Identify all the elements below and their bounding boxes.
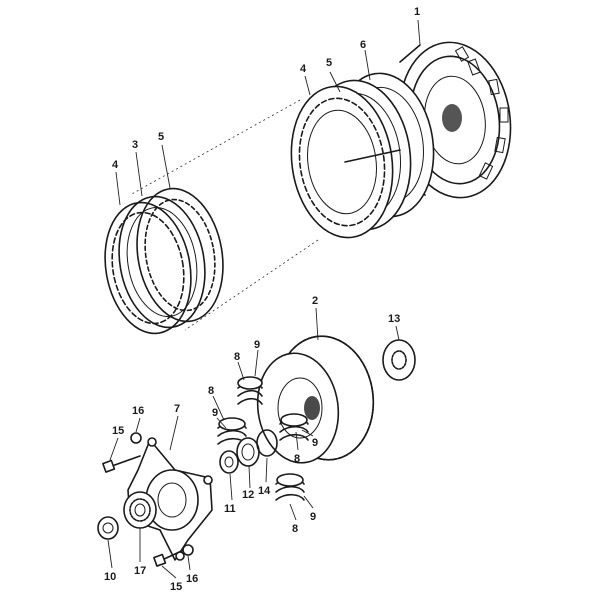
leader-lines (107, 19, 421, 579)
callout-14: 14 (258, 485, 271, 497)
callout-17: 17 (134, 565, 146, 577)
callout-4-top: 4 (300, 63, 307, 75)
clutch-center-hub (256, 335, 375, 464)
bearing-17 (123, 491, 157, 529)
clutch-spring-center (279, 413, 309, 441)
guide-line-bottom (184, 239, 319, 331)
callout-8-b: 8 (208, 385, 214, 397)
bearing-cap-10 (97, 516, 119, 540)
callout-8-d: 8 (292, 523, 298, 535)
callout-11: 11 (224, 503, 236, 515)
o-ring-14 (256, 429, 278, 457)
callout-5-left: 5 (158, 131, 164, 143)
callout-7: 7 (174, 403, 180, 415)
guide-line-top (129, 99, 301, 196)
callout-1: 1 (414, 6, 420, 18)
washer-16-bottom (182, 544, 194, 556)
callout-5-top: 5 (326, 57, 332, 69)
callout-8-c: 8 (294, 453, 300, 465)
lock-washer-12 (236, 437, 260, 467)
friction-disc-4-top (290, 85, 401, 239)
callout-9-b: 9 (212, 407, 218, 419)
callout-3: 3 (132, 139, 138, 151)
washer-11 (219, 450, 239, 474)
callout-4-left: 4 (112, 159, 119, 171)
callout-16-bottom: 16 (186, 573, 198, 585)
callout-12: 12 (242, 489, 254, 501)
callout-2: 2 (312, 295, 318, 307)
callout-15-bottom: 15 (170, 581, 182, 593)
callout-13: 13 (388, 313, 400, 325)
callout-9-c: 9 (312, 437, 318, 449)
clutch-plate-5-left (136, 187, 224, 323)
callout-6: 6 (360, 39, 366, 51)
callout-9-a: 9 (254, 339, 260, 351)
bolt-15-top (102, 455, 141, 473)
callout-8-a: 8 (234, 351, 240, 363)
callout-16-top: 16 (132, 405, 144, 417)
callout-15-top: 15 (112, 425, 124, 437)
callout-9-d: 9 (310, 511, 316, 523)
splined-washer-13 (382, 339, 416, 381)
clutch-plate-3 (118, 195, 206, 329)
clutch-lifter-plate (127, 437, 213, 561)
callout-10: 10 (104, 571, 116, 583)
washer-16-top (130, 432, 142, 444)
clutch-spring-lower (275, 473, 305, 501)
